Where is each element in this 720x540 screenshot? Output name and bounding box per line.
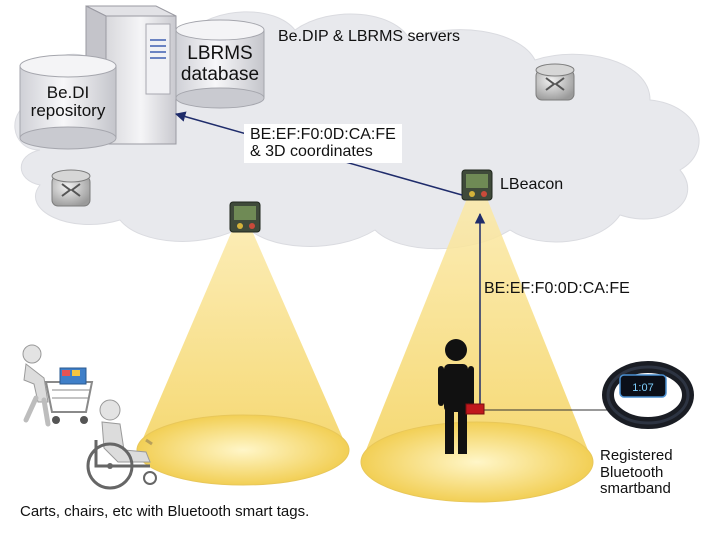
smartband-label: Registered Bluetooth smartband	[600, 447, 673, 498]
message-label-line1: BE:EF:F0:0D:CA:FE	[250, 126, 396, 143]
right-light-pool	[360, 421, 594, 503]
left-light-pool	[136, 414, 350, 486]
shopping-cart-person-icon	[22, 344, 94, 427]
message-label: BE:EF:F0:0D:CA:FE & 3D coordinates	[244, 124, 402, 163]
repository-label-line2: repository	[30, 101, 106, 121]
smartband-display: 1:07	[632, 382, 653, 394]
repository-label-line1: Be.DI	[46, 83, 90, 102]
left-light-beam	[138, 226, 348, 450]
beacon-device-icon	[229, 201, 261, 233]
repository-label: Be.DI repository	[18, 83, 118, 121]
person-icon	[438, 339, 474, 454]
database-cylinder-icon	[175, 19, 265, 109]
router-icon	[535, 63, 575, 101]
database-label-line1: LBRMS	[187, 43, 253, 64]
wheelchair-person-icon	[86, 399, 157, 490]
smartband-label-line1: Registered	[600, 447, 673, 464]
carts-caption: Carts, chairs, etc with Bluetooth smart …	[20, 503, 310, 520]
smartband-label-line3: smartband	[600, 480, 671, 497]
right-light-beam	[362, 196, 592, 460]
message-label-line2: & 3D coordinates	[250, 143, 373, 161]
smartband-label-line2: Bluetooth	[600, 463, 664, 481]
smartband-icon: 1:07	[602, 361, 694, 429]
lbeacon-device-icon	[461, 169, 493, 201]
tag-id-label: BE:EF:F0:0D:CA:FE	[484, 280, 630, 297]
database-label-line2: database	[180, 63, 260, 85]
servers-title: Be.DIP & LBRMS servers	[278, 28, 460, 45]
database-label: LBRMS database	[172, 43, 268, 85]
lbeacon-label: LBeacon	[500, 176, 564, 193]
smart-tag-icon	[465, 403, 485, 415]
router-icon	[51, 169, 91, 207]
repository-cylinder-icon	[19, 54, 117, 150]
